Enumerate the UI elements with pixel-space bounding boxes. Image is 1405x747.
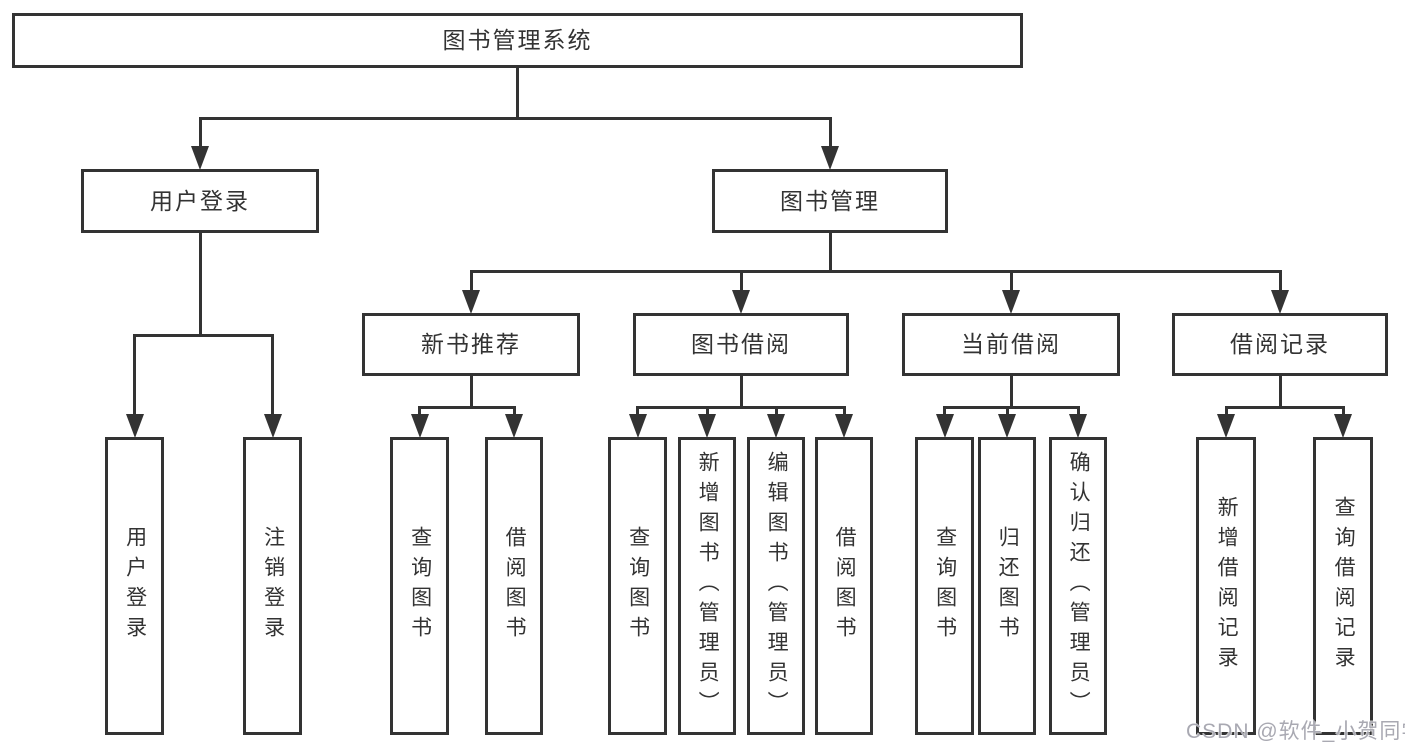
node-cb-query: 查询图书 (915, 437, 974, 735)
connector-drop-bb-edit (774, 407, 778, 419)
node-borrow-record: 借阅记录 (1172, 313, 1388, 376)
connector-drop-book-mgmt (828, 118, 832, 151)
connector-rail-book-borrow (636, 405, 846, 409)
connector-stem-new-book-rec (469, 376, 473, 407)
arrowhead-down-icon (1217, 414, 1235, 438)
node-current-borrow: 当前借阅 (902, 313, 1120, 376)
node-rec-borrow: 借阅图书 (485, 437, 543, 735)
arrowhead-down-icon (505, 414, 523, 438)
arrowhead-down-icon (821, 146, 839, 170)
arrowhead-down-icon (998, 414, 1016, 438)
connector-stem-book-borrow (739, 376, 743, 407)
connector-rail-book-mgmt (469, 269, 1282, 273)
connector-drop-bb-query (636, 407, 639, 419)
connector-drop-bb-borrow (842, 407, 846, 419)
arrowhead-down-icon (1334, 414, 1352, 438)
node-bb-borrow: 借阅图书 (815, 437, 873, 735)
node-new-book-rec: 新书推荐 (362, 313, 580, 376)
connector-drop-rec-borrow (512, 407, 516, 419)
connector-drop-new-book-rec (469, 271, 473, 295)
arrowhead-down-icon (410, 414, 429, 438)
arrowhead-down-icon (935, 414, 954, 438)
connector-drop-cb-return (1005, 407, 1009, 419)
node-br-add: 新增借阅记录 (1196, 437, 1256, 735)
connector-drop-bb-add (705, 407, 709, 419)
node-logout: 注销登录 (243, 437, 302, 735)
connector-drop-cb-query (943, 407, 946, 419)
connector-drop-book-borrow (739, 271, 743, 295)
connector-drop-logout (271, 335, 274, 419)
node-login: 用户登录 (105, 437, 164, 735)
arrowhead-down-icon (125, 414, 144, 438)
connector-drop-br-query (1341, 407, 1345, 419)
arrowhead-down-icon (767, 414, 785, 438)
arrowhead-down-icon (462, 290, 480, 314)
arrowhead-down-icon (191, 146, 209, 170)
connector-rail-current-borrow (943, 405, 1080, 409)
connector-drop-rec-query (418, 407, 421, 419)
connector-drop-br-add (1224, 407, 1228, 419)
node-book-borrow: 图书借阅 (633, 313, 849, 376)
arrowhead-down-icon (835, 414, 853, 438)
node-cb-return: 归还图书 (978, 437, 1036, 735)
arrowhead-down-icon (698, 414, 716, 438)
connector-stem-user-login (198, 233, 202, 335)
arrowhead-down-icon (1002, 290, 1020, 314)
connector-stem-current-borrow (1009, 376, 1013, 407)
connector-stem-book-mgmt (828, 233, 832, 271)
connector-drop-current-borrow (1009, 271, 1013, 295)
node-bb-query: 查询图书 (608, 437, 667, 735)
arrowhead-down-icon (1069, 414, 1087, 438)
connector-stem-root (516, 68, 519, 118)
connector-rail-new-book-rec (418, 405, 516, 409)
arrowhead-down-icon (263, 414, 282, 438)
node-user-login: 用户登录 (81, 169, 319, 233)
node-bb-edit: 编辑图书（管理员） (747, 437, 805, 735)
node-rec-query: 查询图书 (390, 437, 449, 735)
watermark: CSDN @软件_小贺同学 (1186, 720, 1405, 743)
node-book-mgmt: 图书管理 (712, 169, 948, 233)
arrowhead-down-icon (732, 290, 750, 314)
node-bb-add: 新增图书（管理员） (678, 437, 736, 735)
connector-drop-borrow-record (1278, 271, 1282, 295)
node-cb-confirm: 确认归还（管理员） (1049, 437, 1107, 735)
connector-stem-borrow-record (1278, 376, 1282, 407)
arrowhead-down-icon (1271, 290, 1289, 314)
connector-drop-login (133, 335, 136, 419)
connector-rail-root (198, 116, 832, 120)
connector-rail-user-login (133, 333, 274, 337)
arrowhead-down-icon (628, 414, 647, 438)
connector-drop-user-login (198, 118, 202, 151)
connector-drop-cb-confirm (1076, 407, 1080, 419)
connector-rail-borrow-record (1224, 405, 1345, 409)
node-br-query: 查询借阅记录 (1313, 437, 1373, 735)
node-root: 图书管理系统 (12, 13, 1023, 68)
